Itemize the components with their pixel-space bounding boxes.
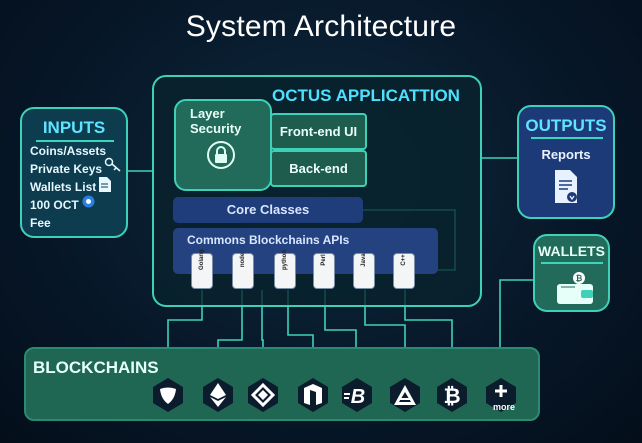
golang-label: Golang (199, 249, 205, 270)
security-layer-label: Layer Security (190, 106, 241, 136)
perl-logo: Perl (314, 254, 334, 288)
svg-text:₿: ₿ (576, 274, 583, 283)
reports-label: Reports (541, 147, 591, 162)
wallets-heading: WALLETS (538, 243, 605, 259)
nem-icon (153, 378, 183, 412)
ethereum-icon (203, 378, 233, 412)
frontend-box: Front-end UI (270, 113, 367, 150)
application-title: OCTUS APPLICATTION (272, 86, 460, 105)
backend-label: Back-end (289, 161, 348, 176)
wallets-panel: WALLETS ₿ (533, 234, 610, 312)
blockchain-apis-label: Commons Blockchains APIs (187, 233, 350, 247)
octus-coin-icon (82, 195, 95, 208)
core-classes-label: Core Classes (226, 202, 310, 217)
input-item-private-keys: Private Keys (30, 162, 103, 176)
input-item-fee: Fee (30, 216, 51, 230)
python-logo: python (275, 250, 295, 288)
golang-logo: Golang (192, 249, 212, 288)
outputs-panel: OUTPUTS Reports (517, 105, 615, 219)
inputs-panel: INPUTS Coins/Assets Private Keys Wallets… (20, 107, 128, 238)
nodejs-logo: node (233, 253, 253, 288)
security-layer-box (174, 99, 272, 191)
svg-text:B: B (351, 386, 365, 408)
wallets-underline (541, 262, 603, 264)
inputs-heading: INPUTS (42, 118, 106, 137)
waves-icon (248, 378, 278, 412)
bytecoin-icon: B (342, 378, 372, 412)
cpp-logo: C++ (394, 254, 414, 288)
input-item-wallets-list: Wallets List (30, 180, 97, 194)
java-label: Java (361, 253, 367, 267)
perl-label: Perl (321, 254, 327, 266)
report-document-icon (555, 170, 577, 203)
page-title: System Architecture (185, 10, 457, 43)
frontend-label: Front-end UI (279, 124, 358, 139)
document-icon (99, 177, 111, 192)
neo-icon (298, 378, 328, 412)
outputs-underline (531, 137, 603, 139)
lock-icon (207, 141, 235, 169)
backend-box: Back-end (270, 150, 367, 187)
security-line-1: Layer (190, 106, 225, 121)
security-line-2: Security (190, 121, 242, 136)
more-label: more (493, 402, 516, 412)
ark-icon (390, 378, 420, 412)
cpp-label: C++ (401, 254, 407, 266)
more-icon (486, 378, 516, 412)
key-icon (104, 157, 121, 172)
blockchain-apis-box (173, 228, 438, 274)
svg-text:₿: ₿ (443, 384, 460, 408)
outputs-heading: OUTPUTS (525, 116, 607, 135)
input-item-oct: 100 OCT (30, 198, 79, 212)
core-classes-box: Core Classes (173, 197, 363, 223)
bitcoin-icon: ₿ (437, 378, 467, 412)
wallet-icon: ₿ (557, 272, 593, 304)
java-logo: Java (354, 253, 374, 288)
inputs-underline (36, 140, 114, 142)
input-item-coins: Coins/Assets (30, 144, 107, 158)
python-label: python (282, 250, 288, 270)
blockchains-heading: BLOCKCHAINS (33, 358, 159, 377)
nodejs-label: node (240, 252, 246, 268)
